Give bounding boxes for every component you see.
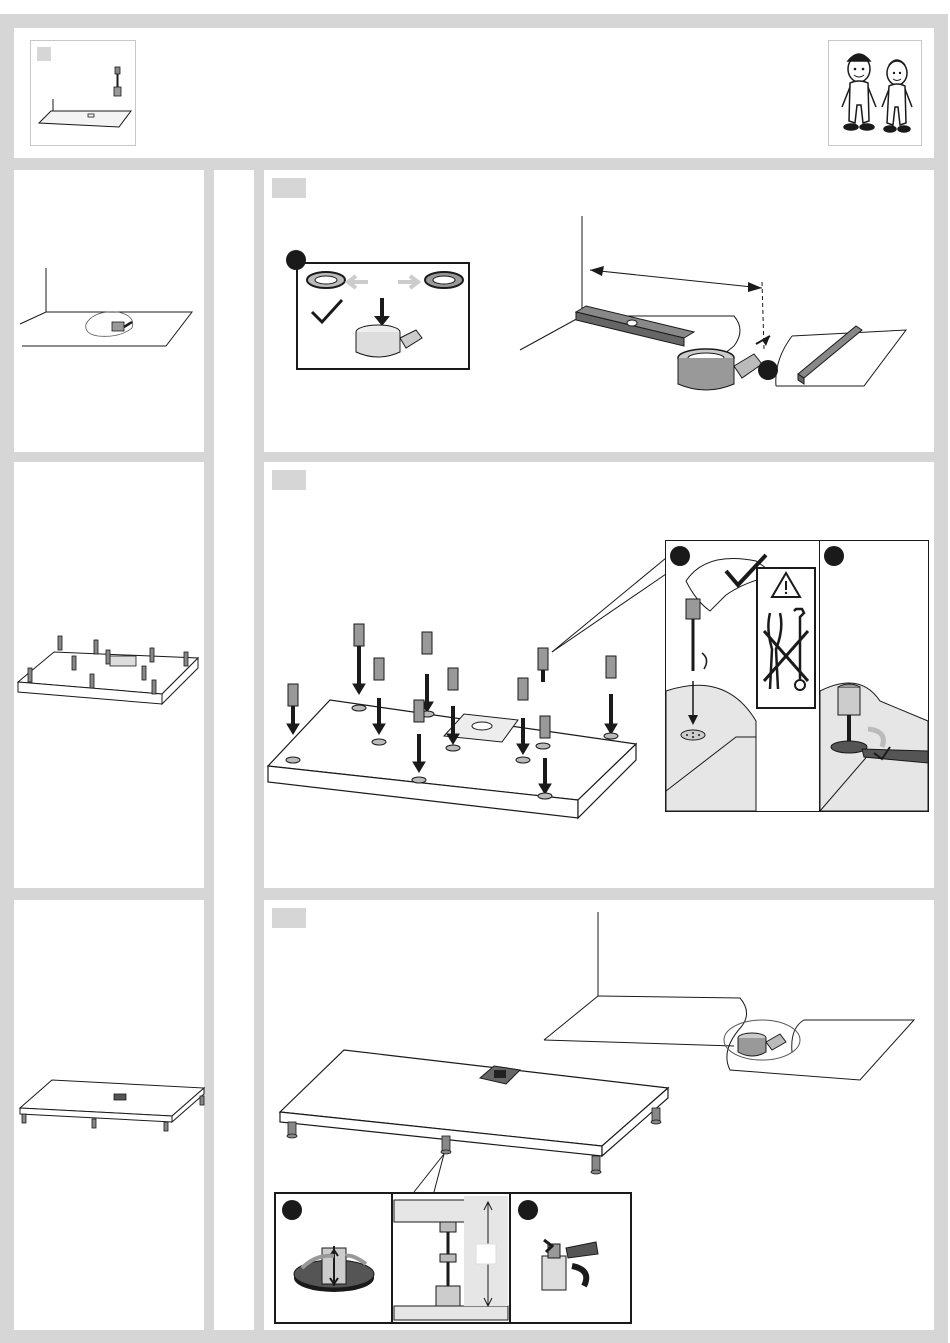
callout-a xyxy=(670,546,690,566)
two-people-icon xyxy=(829,41,921,145)
callout-b xyxy=(758,360,778,380)
header-thumbnail xyxy=(30,40,136,146)
adjust-foot-diagram xyxy=(276,1194,630,1322)
step-panel-drain xyxy=(264,170,934,452)
separator-column xyxy=(214,170,254,1330)
step-panel-level-tray xyxy=(264,900,934,1330)
adjust-foot-inset xyxy=(274,1192,632,1324)
tighten-nut-inset xyxy=(819,540,929,812)
no-pliers-wrench-icon xyxy=(758,569,814,707)
callout-b xyxy=(518,1200,538,1220)
no-tools-box xyxy=(756,567,816,709)
overview-step-2 xyxy=(14,462,204,888)
overview-drain-illustration xyxy=(14,170,204,452)
step-panel-feet xyxy=(264,462,934,888)
overview-tray-illustration xyxy=(14,900,204,1330)
hand-tighten-inset xyxy=(665,540,821,812)
overview-feet-illustration xyxy=(14,462,204,888)
overview-step-1 xyxy=(14,170,204,452)
callout-b xyxy=(824,546,844,566)
drain-leveling-scene xyxy=(264,170,934,452)
shower-tray-preview xyxy=(31,41,135,145)
overview-step-3 xyxy=(14,900,204,1330)
installers-card xyxy=(828,40,922,146)
callout-a xyxy=(282,1200,302,1220)
header-panel xyxy=(14,28,934,158)
tighten-nut-diagram xyxy=(820,541,928,811)
